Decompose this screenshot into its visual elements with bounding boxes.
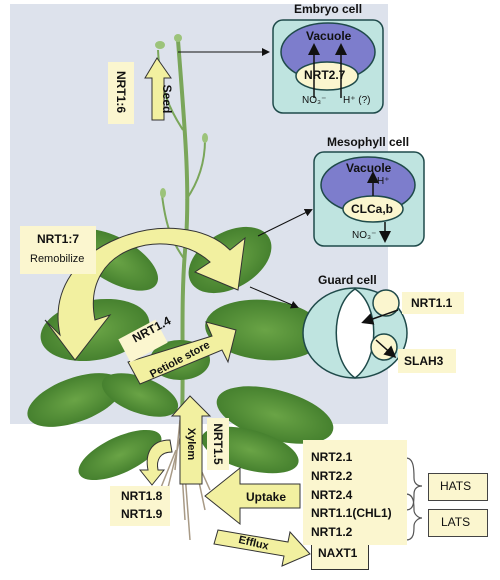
embryo-ion-nitrate: NO₃⁻ [302,95,327,106]
remobilize-label: Remobilize [30,253,85,265]
embryo-vacuole-label: Vacuole [306,29,352,43]
lats-label: LATS [441,515,471,529]
embryo-cell [178,19,384,114]
nrt19-label: NRT1.9 [121,507,163,521]
nrt18-label: NRT1.8 [121,489,163,503]
system-brackets [405,457,423,541]
guard-transporter-slah3-box [398,349,456,373]
nrt17-label: NRT1:7 [37,232,80,246]
guard-transporter-nrt11: NRT1.1 [411,296,453,310]
nrt16-label: NRT1:6 [114,70,128,113]
nrt15-box [207,418,229,470]
naxt1-label: NAXT1 [318,546,358,560]
root-transporter: NRT1.2 [311,525,353,539]
nrt18-return-arrow [138,439,173,486]
nrt16-box [108,62,134,124]
uptake-label: Uptake [246,490,287,504]
embryo-ion-proton: H⁺ (?) [343,95,371,106]
xylem-arrow [170,395,212,485]
hats-label: HATS [440,479,472,493]
guard-transporter-nrt11-box [402,292,464,314]
guard-cell-title: Guard cell [318,273,377,287]
seed-arrow [144,57,172,121]
lats-box [428,509,488,537]
root-transporter-panel [303,440,407,545]
naxt1-box [311,540,369,570]
nrt18-nrt19-box [110,486,170,526]
root-transporter: NRT2.2 [311,469,353,483]
nrt15-label: NRT1.5 [211,423,225,465]
embryo-cell-title: Embryo cell [294,2,363,16]
seed-label: Seed [160,84,174,114]
root-transporter: NRT1.1(CHL1) [311,506,392,520]
guard-cell [249,286,408,379]
mesophyll-vacuole-label: Vacuole [346,161,392,175]
root-transporter: NRT2.1 [311,450,353,464]
petiole-store-arrow [127,321,237,385]
xylem-label: Xylem [185,427,197,461]
mesophyll-cell [257,151,425,247]
hats-box [428,473,488,501]
nrt17-box [20,226,96,274]
uptake-arrow [204,466,301,526]
guard-transporter-slah3: SLAH3 [404,354,444,368]
efflux-arrow [213,529,311,567]
mesophyll-proton-label: H⁺ [377,176,390,187]
embryo-transporter-nrt27: NRT2.7 [304,68,346,82]
root-transporter: NRT2.4 [311,488,353,502]
mesophyll-cell-title: Mesophyll cell [327,135,410,149]
mesophyll-ion-nitrate: NO₃⁻ [352,230,377,241]
mesophyll-transporter-clcab: CLCa,b [351,202,393,216]
